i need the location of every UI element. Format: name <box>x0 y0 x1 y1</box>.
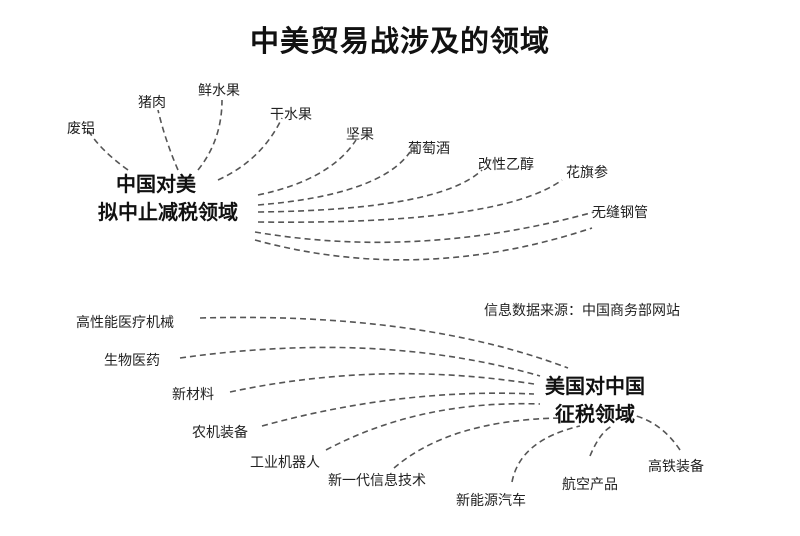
connector-china-feilv <box>87 129 129 171</box>
connector-china-extra-1 <box>254 227 593 261</box>
us-item-xincailiao: 新材料 <box>172 387 214 403</box>
connector-china-wufengganguan <box>254 211 595 244</box>
us-hub-line2: 征税领域 <box>555 402 635 426</box>
connector-us-xinyidai <box>393 417 561 469</box>
china-item-feilv: 废铝 <box>67 121 95 137</box>
us-hub-line1: 美国对中国 <box>545 374 645 398</box>
connector-china-gaixingyichun <box>257 169 483 213</box>
connector-us-hangkong <box>589 425 613 457</box>
connector-china-xianshuiguo <box>197 99 223 171</box>
connector-us-gaoxingneng <box>199 316 569 369</box>
china-item-wufengganguan: 无缝钢管 <box>592 205 648 221</box>
connector-china-ganshuiguo <box>217 117 283 181</box>
china-item-putaojiu: 葡萄酒 <box>408 141 450 157</box>
connector-us-gaotie <box>627 413 681 451</box>
china-item-gaixingyichun: 改性乙醇 <box>478 157 534 173</box>
china-hub: 中国对美 拟中止减税领域 <box>68 170 268 226</box>
connector-us-gongye <box>325 402 541 451</box>
china-item-huaqishen: 花旗参 <box>566 165 608 181</box>
us-item-gaotie: 高铁装备 <box>648 459 704 475</box>
china-item-ganshuiguo: 干水果 <box>270 107 312 123</box>
us-item-gongye: 工业机器人 <box>250 455 320 471</box>
diagram-title: 中美贸易战涉及的领域 <box>249 24 550 58</box>
china-hub-line2: 拟中止减税领域 <box>98 200 238 224</box>
connector-china-putaojiu <box>257 151 411 206</box>
us-item-shengwu: 生物医药 <box>104 353 160 369</box>
us-item-nongji: 农机装备 <box>192 425 248 441</box>
china-hub-line1: 中国对美 <box>116 172 196 196</box>
connector-us-xinnengyuan <box>511 425 581 483</box>
china-item-xianshuiguo: 鲜水果 <box>198 83 240 99</box>
us-item-xinnengyuan: 新能源汽车 <box>456 493 526 509</box>
us-item-gaoxingneng: 高性能医疗机械 <box>76 315 174 331</box>
us-item-xinyidai: 新一代信息技术 <box>328 473 426 489</box>
us-hub: 美国对中国 征税领域 <box>520 372 670 428</box>
connector-china-huaqishen <box>257 179 563 223</box>
china-item-zhurou: 猪肉 <box>138 95 166 111</box>
us-item-hangkong: 航空产品 <box>562 477 618 493</box>
connector-us-xincailiao <box>229 372 535 393</box>
connector-us-shengwu <box>179 346 541 377</box>
connector-china-zhurou <box>157 109 179 171</box>
connector-us-nongji <box>261 392 535 427</box>
source-note: 信息数据来源：中国商务部网站 <box>484 303 680 319</box>
connector-china-jianguo <box>257 139 357 196</box>
china-item-jianguo: 坚果 <box>346 127 374 143</box>
